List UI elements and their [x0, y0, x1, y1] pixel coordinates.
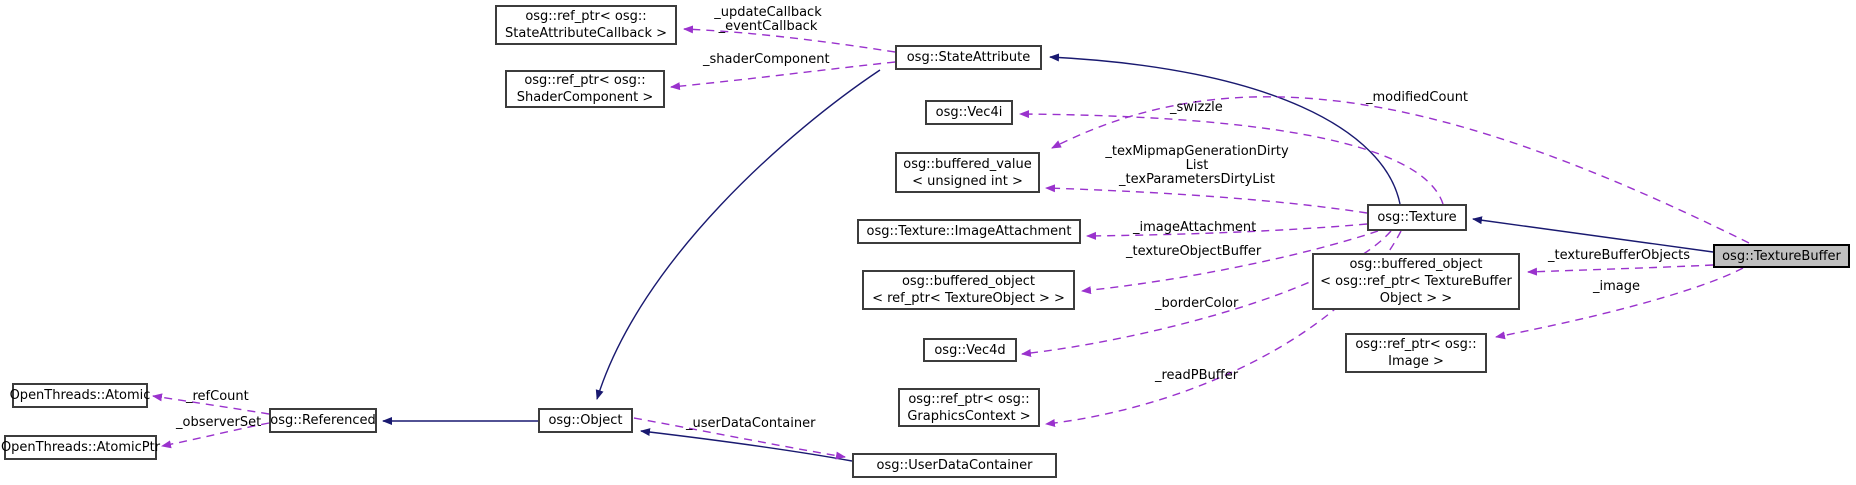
- edge-usage-shadercomponent: [670, 61, 896, 91]
- class-node-texture-imageattachment[interactable]: osg::Texture::ImageAttachment: [857, 219, 1081, 244]
- class-node-referenced[interactable]: osg::Referenced: [269, 408, 377, 433]
- edge-label-imageattachment: _imageAttachment: [1133, 220, 1257, 235]
- edge-usage-texparametersdirtylist: [1045, 184, 1368, 214]
- edge-label-shadercomponent: _shaderComponent: [703, 52, 830, 67]
- class-node-openthreads-atomicptr[interactable]: OpenThreads::AtomicPtr: [1, 435, 160, 460]
- edge-usage-userdatacontainer: [633, 417, 846, 460]
- edge-label-readpbuffer: _readPBuffer: [1155, 368, 1239, 383]
- class-node-ref-ptr-stateattributecallback[interactable]: osg::ref_ptr< osg:: StateAttributeCallba…: [495, 5, 677, 45]
- class-node-buffered-object-texturebufferobject[interactable]: osg::buffered_object < osg::ref_ptr< Tex…: [1312, 253, 1520, 310]
- edge-inherit-texturebuffer-texture: [1472, 216, 1714, 253]
- edge-label-image: _image: [1593, 279, 1640, 294]
- class-node-ref-ptr-graphicscontext[interactable]: osg::ref_ptr< osg:: GraphicsContext >: [898, 388, 1040, 427]
- class-node-object[interactable]: osg::Object: [538, 408, 633, 433]
- edge-label-refcount: _refCount: [186, 389, 249, 404]
- edge-usage-texturebufferobjects: [1527, 264, 1714, 276]
- edge-label-modifiedcount: _modifiedCount: [1366, 90, 1469, 105]
- edge-label-bordercolor: _borderColor: [1155, 296, 1239, 311]
- class-node-vec4d[interactable]: osg::Vec4d: [923, 338, 1017, 362]
- class-node-texturebuffer-focus: osg::TextureBuffer: [1713, 244, 1850, 268]
- edge-label-textureobjectbuffer: _textureObjectBuffer: [1126, 244, 1262, 259]
- edge-usage-image: [1495, 267, 1744, 340]
- edge-label-texturebufferobjects: _textureBufferObjects: [1548, 248, 1691, 263]
- edge-label-observerset: _observerSet: [176, 415, 262, 430]
- class-node-ref-ptr-shadercomponent[interactable]: osg::ref_ptr< osg:: ShaderComponent >: [505, 70, 665, 108]
- class-node-vec4i[interactable]: osg::Vec4i: [925, 100, 1013, 125]
- edge-usage-bordercolor: [1021, 230, 1392, 357]
- edge-usage-imageattachment: [1086, 223, 1368, 240]
- edge-inherit-stateattribute-object: [595, 69, 881, 400]
- edge-usage-textureobjectbuffer: [1081, 230, 1379, 295]
- class-node-openthreads-atomic[interactable]: OpenThreads::Atomic: [10, 383, 150, 408]
- class-node-userdatacontainer[interactable]: osg::UserDataContainer: [852, 453, 1057, 478]
- class-node-stateattribute[interactable]: osg::StateAttribute: [895, 45, 1042, 70]
- class-node-ref-ptr-image[interactable]: osg::ref_ptr< osg:: Image >: [1345, 333, 1487, 373]
- class-node-texture[interactable]: osg::Texture: [1367, 204, 1467, 231]
- edge-label-texmipmap-texparameters: _texMipmapGenerationDirty List _texParam…: [1105, 144, 1289, 187]
- edge-inherit-texture-stateattribute: [1049, 53, 1401, 205]
- edge-usage-updatecallback: [683, 25, 896, 53]
- edge-label-userdatacontainer: _userDataContainer: [686, 416, 816, 431]
- class-node-buffered-object-textureobject[interactable]: osg::buffered_object < ref_ptr< TextureO…: [862, 270, 1075, 310]
- edge-usage-swizzle: [1019, 110, 1444, 205]
- edge-inherit-userdatacontainer-object: [640, 428, 853, 462]
- class-node-buffered-value-unsigned-int[interactable]: osg::buffered_value < unsigned int >: [895, 152, 1040, 193]
- edge-label-updatecallback-eventcallback: _updateCallback _eventCallback: [714, 5, 822, 34]
- edge-label-swizzle: _swizzle: [1170, 100, 1223, 115]
- edge-usage-refcount: [152, 393, 270, 415]
